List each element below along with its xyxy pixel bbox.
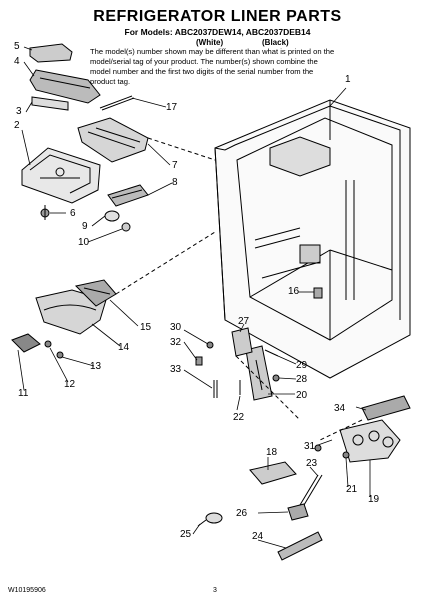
callout-7: 7: [172, 160, 178, 171]
page-title: REFRIGERATOR LINER PARTS: [93, 8, 342, 25]
part-7-tray: [77, 117, 149, 163]
callout-5: 5: [14, 41, 20, 52]
callout-18: 18: [266, 447, 278, 458]
callout-24: 24: [252, 531, 264, 542]
callout-20: 20: [296, 390, 308, 401]
callout-30: 30: [170, 322, 182, 333]
part-11-grille: [11, 333, 41, 353]
callout-2: 2: [14, 120, 20, 131]
part-25-bulb: [197, 512, 223, 527]
callout-4: 4: [14, 56, 20, 67]
part-1-liner: [214, 99, 411, 379]
part-21-screw: [342, 451, 350, 459]
part-5-cover: [29, 43, 73, 63]
callout-3: 3: [16, 106, 22, 117]
part-30-washer: [206, 341, 214, 349]
part-9-bulb: [104, 210, 120, 222]
callout-14: 14: [118, 342, 130, 353]
callout-22: 22: [233, 412, 245, 423]
footer-page-number: 3: [213, 587, 217, 594]
part-27-hinge-top: [231, 327, 253, 357]
color-black-label: (Black): [262, 38, 289, 47]
callout-28: 28: [296, 374, 308, 385]
callout-11: 11: [18, 388, 29, 399]
part-29-spring: [264, 349, 279, 357]
part-13-screw: [56, 351, 64, 359]
part-28-screw: [272, 374, 280, 382]
part-32-clip: [195, 356, 203, 366]
callout-12: 12: [64, 379, 76, 390]
callout-10: 10: [78, 237, 90, 248]
callout-34: 34: [334, 403, 346, 414]
callout-27: 27: [238, 316, 250, 327]
callout-13: 13: [90, 361, 102, 372]
callout-8: 8: [172, 177, 178, 188]
part-23-wire: [299, 474, 323, 506]
part-6-screw: [40, 205, 50, 220]
part-3-strip: [31, 96, 69, 111]
callout-labels: 1234567891011121314151617181920212223242…: [14, 41, 380, 542]
part-34-bar: [361, 395, 411, 421]
callout-15: 15: [140, 322, 152, 333]
part-2-control-housing: [21, 147, 101, 204]
part-33-rod: [213, 380, 218, 398]
part-26-socket: [287, 503, 309, 521]
alignment-lines: [115, 137, 363, 441]
callout-31: 31: [304, 441, 316, 452]
callout-23: 23: [306, 458, 318, 469]
part-10-clip: [121, 222, 131, 232]
callout-25: 25: [180, 529, 192, 540]
model-notice: The model(s) number shown may be differe…: [90, 47, 335, 86]
part-16-clip: [313, 287, 323, 299]
callout-29: 29: [296, 360, 308, 371]
part-14-housing: [35, 289, 107, 335]
callout-16: 16: [288, 286, 300, 297]
part-12-screw: [44, 340, 52, 348]
models-line: For Models: ABC2037DEW14, ABC2037DEB14: [124, 27, 311, 37]
callout-21: 21: [346, 484, 358, 495]
part-8-socket: [107, 184, 149, 207]
callout-32: 32: [170, 337, 182, 348]
leader-lines: [17, 46, 371, 549]
callout-6: 6: [70, 208, 76, 219]
part-20-hinge: [245, 345, 273, 401]
callout-26: 26: [236, 508, 248, 519]
color-white-label: (White): [196, 38, 224, 47]
callout-33: 33: [170, 364, 182, 375]
callout-1: 1: [345, 74, 351, 85]
callout-9: 9: [82, 221, 88, 232]
part-31-screw: [314, 444, 322, 452]
part-4-board: [29, 69, 101, 104]
part-24-bracket: [277, 531, 323, 561]
part-17-pin: [99, 95, 135, 111]
callout-19: 19: [368, 494, 380, 505]
footer-doc-number: W10195906: [8, 587, 46, 594]
part-18-bracket: [249, 461, 297, 485]
callout-17: 17: [166, 102, 178, 113]
